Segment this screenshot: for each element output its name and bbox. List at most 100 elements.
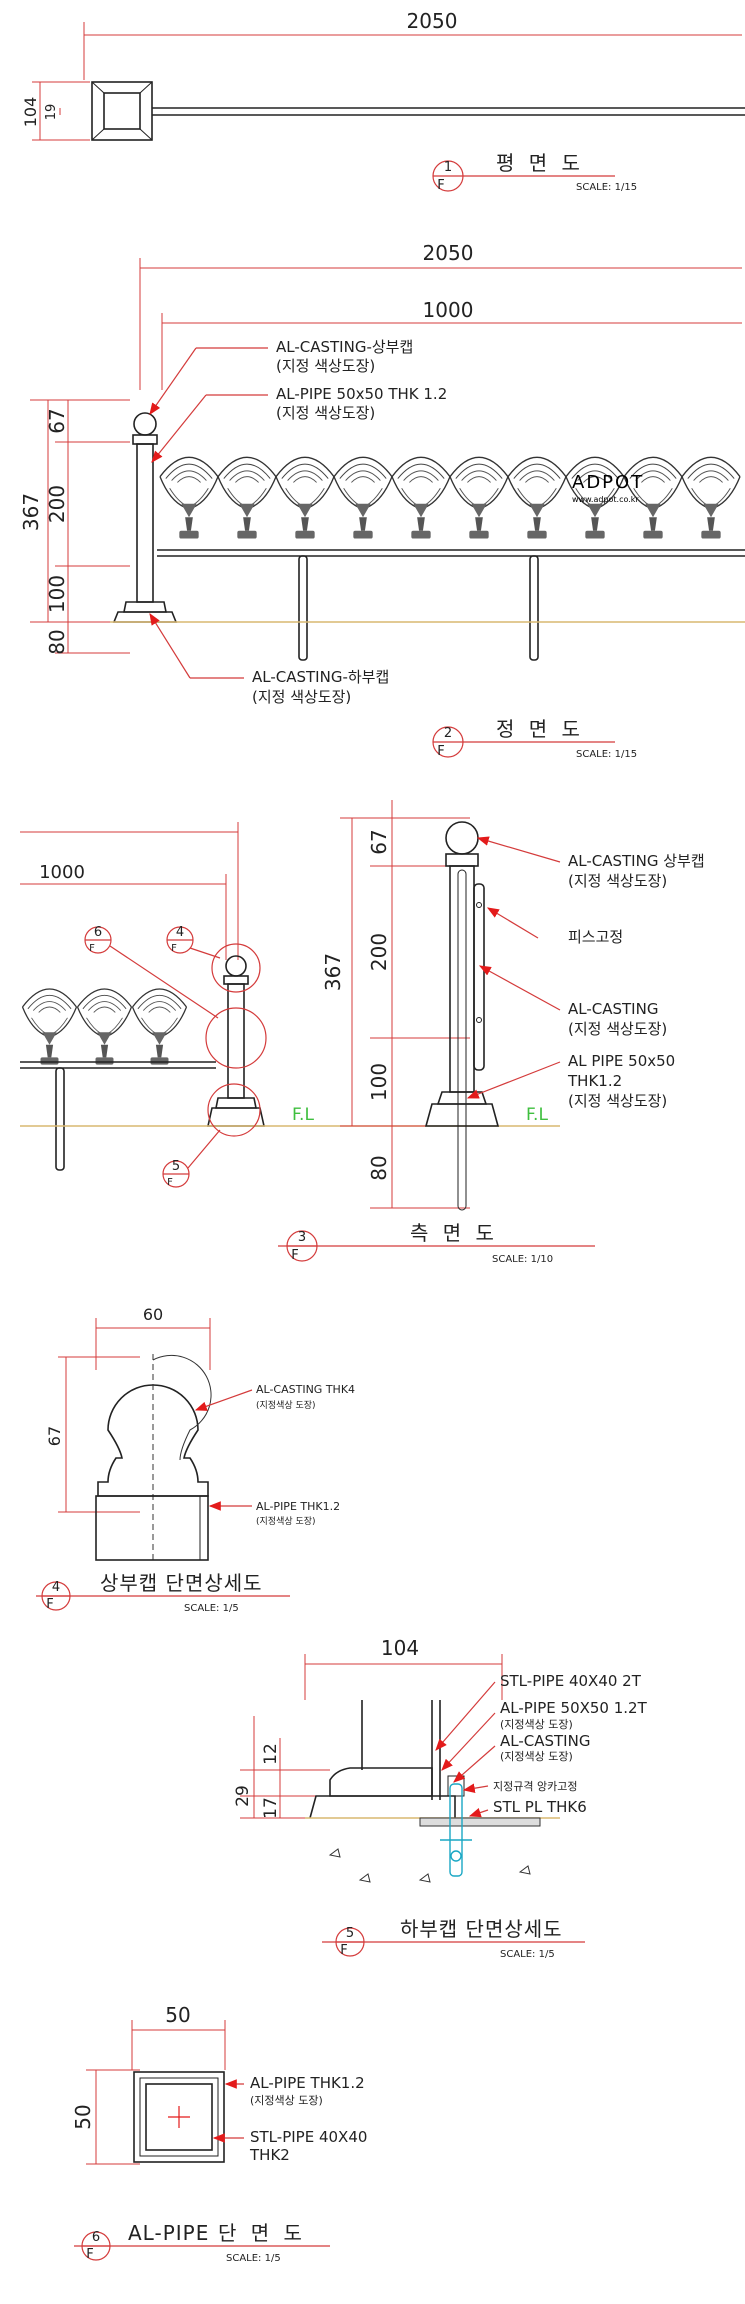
svg-text:SCALE: 1/5: SCALE: 1/5: [500, 1949, 555, 1960]
bottom-detail-label-anchor: 지정규격 앙카고정: [493, 1780, 577, 1793]
svg-text:(지정 색상도장): (지정 색상도장): [568, 872, 667, 890]
svg-text:80: 80: [367, 1155, 391, 1180]
plan-length-dim: 2050: [407, 9, 458, 33]
svg-text:F: F: [437, 744, 444, 759]
svg-text:F: F: [86, 2247, 93, 2262]
front-label-top-cap: AL-CASTING-상부캡: [276, 338, 413, 356]
svg-text:(지정색상 도장): (지정색상 도장): [256, 1516, 316, 1527]
top-detail-label-pipe: AL-PIPE THK1.2: [256, 1500, 340, 1513]
svg-text:29: 29: [233, 1785, 253, 1807]
svg-text:SCALE: 1/15: SCALE: 1/15: [576, 182, 637, 193]
svg-text:(지정 색상도장): (지정 색상도장): [276, 357, 375, 375]
svg-text:SCALE: 1/5: SCALE: 1/5: [226, 2253, 281, 2264]
svg-text:67: 67: [45, 408, 69, 433]
top-cap-title: 4 F 상부캡 단면상세도 SCALE: 1/5: [36, 1571, 290, 1614]
svg-text:367: 367: [321, 953, 345, 991]
svg-text:80: 80: [45, 629, 69, 654]
svg-text:(지정색상 도장): (지정색상 도장): [256, 1400, 316, 1411]
svg-text:100: 100: [45, 575, 69, 613]
fence-ornament-row: [159, 456, 741, 540]
svg-text:THK1.2: THK1.2: [567, 1072, 622, 1090]
watermark-url: www.adpot.co.kr: [572, 495, 639, 504]
front-label-pipe: AL-PIPE 50x50 THK 1.2: [276, 385, 447, 403]
bottom-detail-label-al-pipe: AL-PIPE 50X50 1.2T: [500, 1699, 648, 1717]
svg-text:67: 67: [367, 829, 391, 854]
svg-text:1000: 1000: [423, 298, 474, 322]
svg-text:4: 4: [52, 1580, 60, 1595]
svg-text:12: 12: [261, 1743, 281, 1765]
plan-height-dim: 104: [21, 97, 40, 128]
bottom-cap-title: 5 F 하부캡 단면상세도 SCALE: 1/5: [322, 1917, 585, 1960]
section-label-al-pipe: AL-PIPE THK1.2: [250, 2074, 365, 2092]
svg-text:100: 100: [367, 1063, 391, 1101]
svg-text:50: 50: [165, 2003, 190, 2027]
plan-view: 2050 104 19: [21, 9, 745, 141]
floor-level-label-left: F.L: [292, 1105, 314, 1125]
bottom-detail-label-casting: AL-CASTING: [500, 1732, 590, 1750]
plan-inner-dim: 19: [44, 104, 59, 121]
svg-text:6: 6: [92, 2230, 100, 2245]
svg-text:SCALE: 1/5: SCALE: 1/5: [184, 1603, 239, 1614]
section-label-stl-pipe: STL-PIPE 40X40: [250, 2128, 367, 2146]
svg-text:2050: 2050: [423, 241, 474, 265]
svg-text:200: 200: [45, 485, 69, 523]
svg-text:하부캡 단면상세도: 하부캡 단면상세도: [400, 1917, 563, 1941]
plan-title: 1 F 평 면 도 SCALE: 1/15: [432, 151, 637, 193]
svg-text:(지정 색상도장): (지정 색상도장): [568, 1020, 667, 1038]
svg-text:F: F: [437, 178, 444, 193]
bottom-cap-detail: 104 12 29 17 STL-PIPE 40X40 2T AL-PIPE 5…: [233, 1636, 648, 1883]
svg-text:F: F: [171, 943, 177, 954]
svg-text:2: 2: [444, 726, 452, 741]
svg-text:367: 367: [19, 493, 43, 531]
svg-text:17: 17: [261, 1797, 281, 1819]
svg-text:평 면 도: 평 면 도: [496, 151, 584, 175]
pipe-section: 50 50 AL-PIPE THK1.2 (지정색상 도장) STL-PIPE …: [71, 2003, 367, 2165]
side-label-screw: 피스고정: [568, 928, 623, 946]
svg-text:104: 104: [381, 1636, 419, 1660]
svg-text:60: 60: [143, 1305, 163, 1324]
svg-text:AL-PIPE: AL-PIPE: [128, 2221, 209, 2245]
svg-text:상부캡 단면상세도: 상부캡 단면상세도: [100, 1571, 263, 1595]
pipe-section-title: 6 F AL-PIPE 단 면 도 SCALE: 1/5: [74, 2221, 330, 2264]
side-label-top-cap: AL-CASTING 상부캡: [568, 852, 705, 870]
svg-text:F: F: [167, 1177, 173, 1188]
bottom-detail-label-plate: STL PL THK6: [493, 1798, 587, 1816]
svg-text:(지정색상 도장): (지정색상 도장): [250, 2094, 323, 2107]
svg-text:정 면 도: 정 면 도: [496, 717, 584, 741]
watermark-logo: ADPOT: [572, 472, 644, 493]
svg-text:(지정 색상도장): (지정 색상도장): [252, 688, 351, 706]
svg-text:F: F: [46, 1597, 53, 1612]
svg-text:67: 67: [45, 1426, 64, 1446]
floor-level-label-right: F.L: [526, 1105, 548, 1125]
svg-text:1: 1: [444, 160, 452, 175]
svg-text:(지정색상 도장): (지정색상 도장): [500, 1718, 573, 1731]
svg-text:4: 4: [176, 925, 184, 940]
svg-text:5: 5: [346, 1926, 354, 1941]
svg-text:(지정색상 도장): (지정색상 도장): [500, 1750, 573, 1763]
svg-text:단 면 도: 단 면 도: [218, 2221, 306, 2245]
svg-text:F: F: [291, 1248, 298, 1263]
side-label-pipe: AL PIPE 50x50: [568, 1052, 675, 1070]
front-label-bottom-cap: AL-CASTING-하부캡: [252, 668, 389, 686]
svg-text:6: 6: [94, 925, 102, 940]
svg-text:200: 200: [367, 933, 391, 971]
svg-text:THK2: THK2: [249, 2146, 290, 2164]
svg-text:F: F: [340, 1943, 347, 1958]
svg-text:(지정 색상도장): (지정 색상도장): [568, 1092, 667, 1110]
svg-text:3: 3: [298, 1230, 306, 1245]
svg-text:SCALE: 1/15: SCALE: 1/15: [576, 749, 637, 760]
svg-text:5: 5: [172, 1159, 180, 1174]
svg-text:측 면 도: 측 면 도: [410, 1221, 498, 1245]
bottom-detail-label-stl-pipe: STL-PIPE 40X40 2T: [500, 1672, 642, 1690]
front-title: 2 F 정 면 도 SCALE: 1/15: [432, 717, 637, 760]
side-title: 3 F 측 면 도 SCALE: 1/10: [278, 1221, 595, 1265]
svg-text:50: 50: [71, 2104, 95, 2129]
svg-text:SCALE: 1/10: SCALE: 1/10: [492, 1254, 553, 1265]
top-detail-label-casting: AL-CASTING THK4: [256, 1383, 355, 1396]
side-label-casting: AL-CASTING: [568, 1000, 658, 1018]
front-view: 2050 1000 367 67 200 100 80: [19, 241, 745, 706]
top-cap-detail: 60 67 AL-CASTING THK4 (지정색상 도장) AL-PIPE …: [45, 1305, 355, 1561]
svg-text:F: F: [89, 943, 95, 954]
